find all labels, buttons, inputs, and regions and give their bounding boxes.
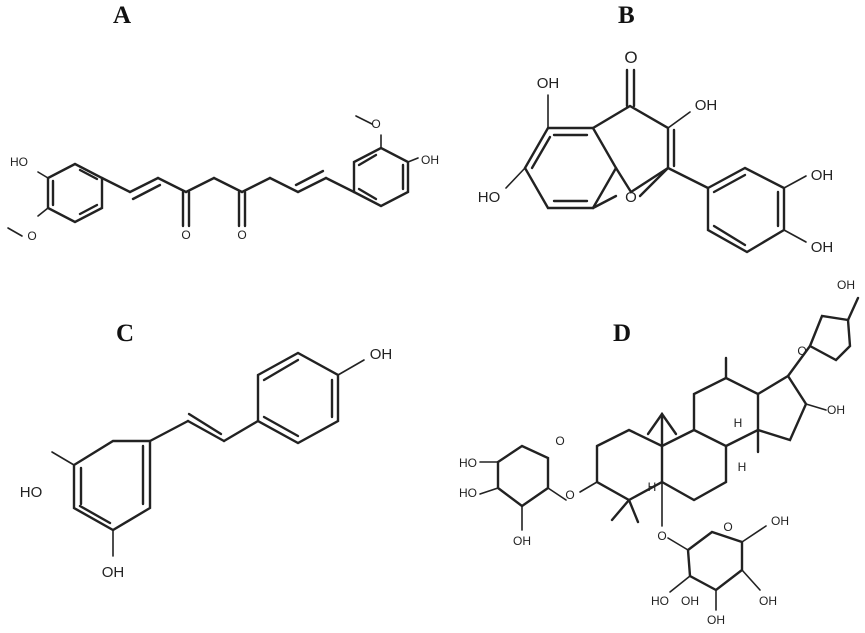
- atom-b-oh-3p: OH: [811, 167, 834, 184]
- atom-a-ketone-2: O: [237, 228, 246, 242]
- atom-a-ome-left: O: [27, 229, 36, 243]
- atom-a-oh-left: HO: [10, 155, 28, 169]
- panel-label-a: A: [113, 2, 132, 29]
- atom-b-oh-7: HO: [478, 189, 501, 206]
- structure-c-resveratrol: [51, 351, 365, 557]
- panel-label-b: B: [618, 2, 635, 29]
- atom-d-glc-oh-1: HO: [651, 594, 669, 608]
- panel-label-d: D: [613, 320, 632, 347]
- panel-label-c: C: [116, 320, 135, 347]
- atom-d-link-o-1: O: [565, 488, 574, 502]
- atom-c-oh-3: HO: [20, 484, 43, 501]
- atom-d-h-3: H: [648, 480, 657, 494]
- atom-d-ring-oh: OH: [827, 403, 845, 417]
- atom-d-glc-oh-6: OH: [771, 514, 789, 528]
- atom-a-ketone-1: O: [181, 228, 190, 242]
- atom-d-h-1: H: [734, 416, 743, 430]
- atom-b-ring-o: O: [625, 189, 637, 206]
- atom-d-glc-oh-2: OH: [681, 594, 699, 608]
- atom-a-ome-right: O: [371, 117, 380, 131]
- atom-d-glc-oh-4: OH: [759, 594, 777, 608]
- structure-a-curcumin: [7, 115, 419, 237]
- atom-b-oh-5: OH: [537, 75, 560, 92]
- atom-c-oh-5: OH: [102, 564, 125, 581]
- atom-b-oh-4p: OH: [811, 239, 834, 256]
- atom-d-glc-oh-3: OH: [707, 613, 725, 627]
- atom-d-link-o-2: O: [657, 529, 666, 543]
- atom-d-furan-o: O: [797, 344, 806, 358]
- atom-c-oh-4p: OH: [370, 346, 393, 363]
- atom-d-h-2: H: [738, 460, 747, 474]
- atom-a-oh-right: OH: [421, 153, 439, 167]
- atom-b-oh-3: OH: [695, 97, 718, 114]
- atom-d-xyl-o: O: [555, 434, 564, 448]
- atom-b-oxo-4: O: [624, 48, 637, 67]
- atom-d-glc-o: O: [723, 520, 732, 534]
- structure-d-astragaloside: [479, 296, 860, 611]
- atom-d-xyl-oh-3: OH: [513, 534, 531, 548]
- atom-d-xyl-oh-2: HO: [459, 486, 477, 500]
- atom-d-xyl-oh-1: HO: [459, 456, 477, 470]
- structure-b-quercetin: [505, 68, 807, 254]
- atom-d-side-oh: OH: [837, 278, 855, 292]
